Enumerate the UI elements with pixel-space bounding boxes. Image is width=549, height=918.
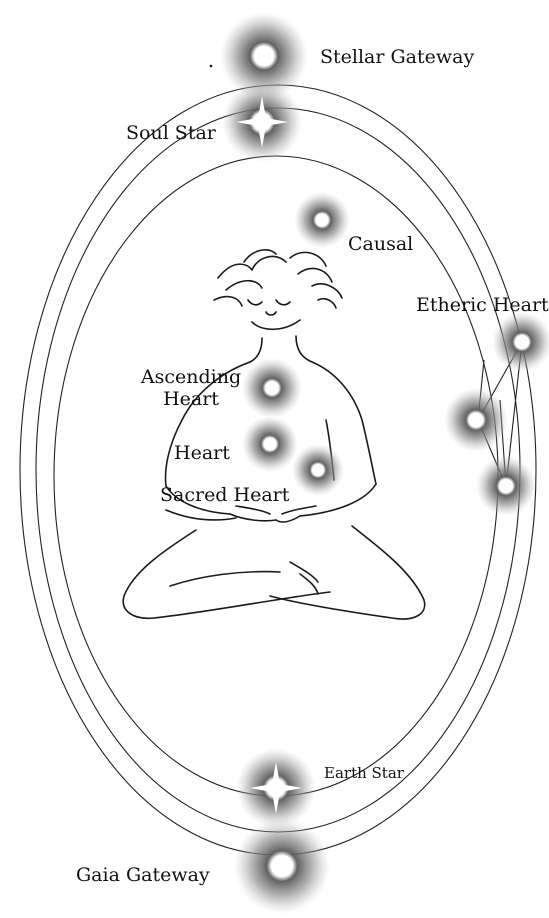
causal-label: Causal [348,233,413,255]
sacred-heart-orb-icon [292,444,344,496]
heart-orb-icon [242,416,298,472]
sacred-heart-label: Sacred Heart [160,484,289,506]
gaia-gateway-orb-icon [234,818,330,914]
etheric-heart-orb-left-icon [444,388,508,452]
heart-label: Heart [174,442,230,464]
ascending-heart-label: Ascending Heart [134,366,248,410]
ascending-heart-orb-icon [242,358,302,418]
stray-dot [210,65,213,68]
soul-star-label: Soul Star [126,122,216,144]
ascending-heart-label-line2: Heart [134,388,248,410]
ascending-heart-label-line1: Ascending [134,366,248,388]
inner-aura-oval [54,156,498,796]
earth-star-label: Earth Star [324,762,404,784]
gaia-gateway-label: Gaia Gateway [76,864,210,886]
etheric-heart-orb-top-icon [492,312,549,372]
causal-orb-icon [294,192,350,248]
etheric-heart-orb-bottom-icon [476,456,536,516]
stellar-gateway-label: Stellar Gateway [320,46,474,68]
etheric-heart-label: Etheric Heart [416,294,549,316]
